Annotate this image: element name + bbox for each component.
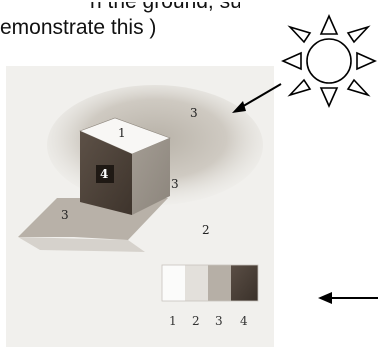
value-key-1: 1 xyxy=(169,314,177,328)
front-face-highlight xyxy=(96,165,114,183)
value-swatch-4 xyxy=(231,265,258,301)
caption-text: n the ground, surfaces Note emonstrate t… xyxy=(0,2,240,41)
label-right-face: 3 xyxy=(171,177,179,191)
label-top-face: 1 xyxy=(118,126,126,140)
value-key-4: 4 xyxy=(240,314,248,328)
arrow-to-sketch-icon xyxy=(232,83,282,113)
caption-line-1: n the ground, surfaces Note xyxy=(90,2,240,15)
value-key-3: 3 xyxy=(215,314,223,328)
arrow-to-scale-icon xyxy=(318,292,378,304)
cube-right-face xyxy=(132,138,170,215)
value-swatch-1 xyxy=(162,265,185,301)
label-front-face: 4 xyxy=(100,167,108,181)
label-ground: 2 xyxy=(202,223,210,237)
value-swatch-2 xyxy=(185,265,208,301)
sun-icon xyxy=(281,14,377,108)
cast-shadow-edge xyxy=(18,237,145,252)
value-swatch-3 xyxy=(208,265,231,301)
value-key-2: 2 xyxy=(192,314,200,328)
value-scale: 1 2 3 4 xyxy=(161,264,259,328)
label-background: 3 xyxy=(190,106,198,120)
caption-line-2: emonstrate this ) xyxy=(0,16,157,39)
label-cast-shadow: 3 xyxy=(61,208,69,222)
